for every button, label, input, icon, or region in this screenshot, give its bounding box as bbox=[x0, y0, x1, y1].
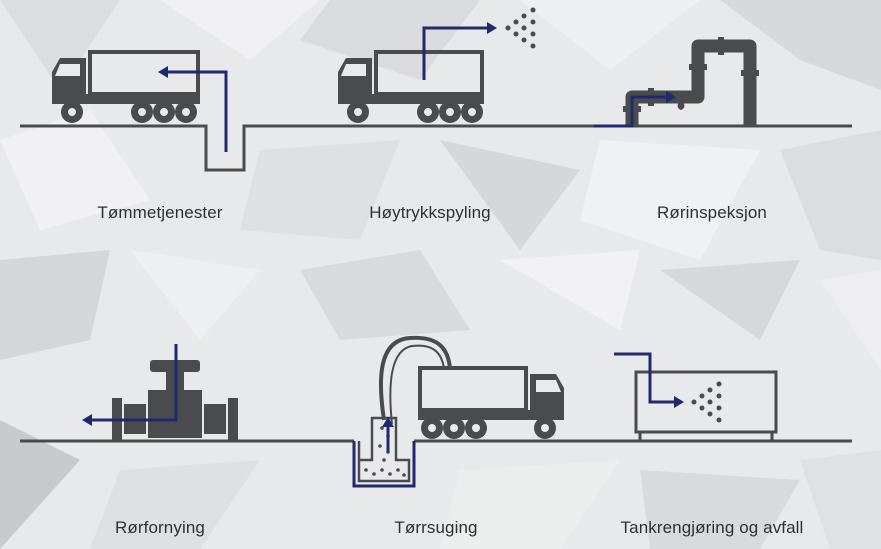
pipe-valve-icon bbox=[20, 344, 326, 443]
service-label-rorinspeksjon: Rørinspeksjon bbox=[657, 203, 767, 222]
tank-cleaning-icon bbox=[595, 352, 852, 443]
service-label-rorfornying: Rørfornying bbox=[115, 518, 205, 537]
pipe-inspection-icon bbox=[594, 37, 852, 128]
service-label-torrsuging: Tørrsuging bbox=[394, 518, 478, 537]
vacuum-truck-icon bbox=[20, 50, 326, 172]
service-label-hoytrykkspyling: Høytrykkspyling bbox=[369, 203, 491, 222]
dry-suction-truck-icon bbox=[326, 335, 595, 488]
service-label-tankrengjoring: Tankrengjøring og avfall bbox=[620, 518, 804, 537]
service-label-tommetjenester: Tømmetjenester bbox=[97, 203, 223, 222]
high-pressure-truck-icon bbox=[326, 7, 595, 128]
